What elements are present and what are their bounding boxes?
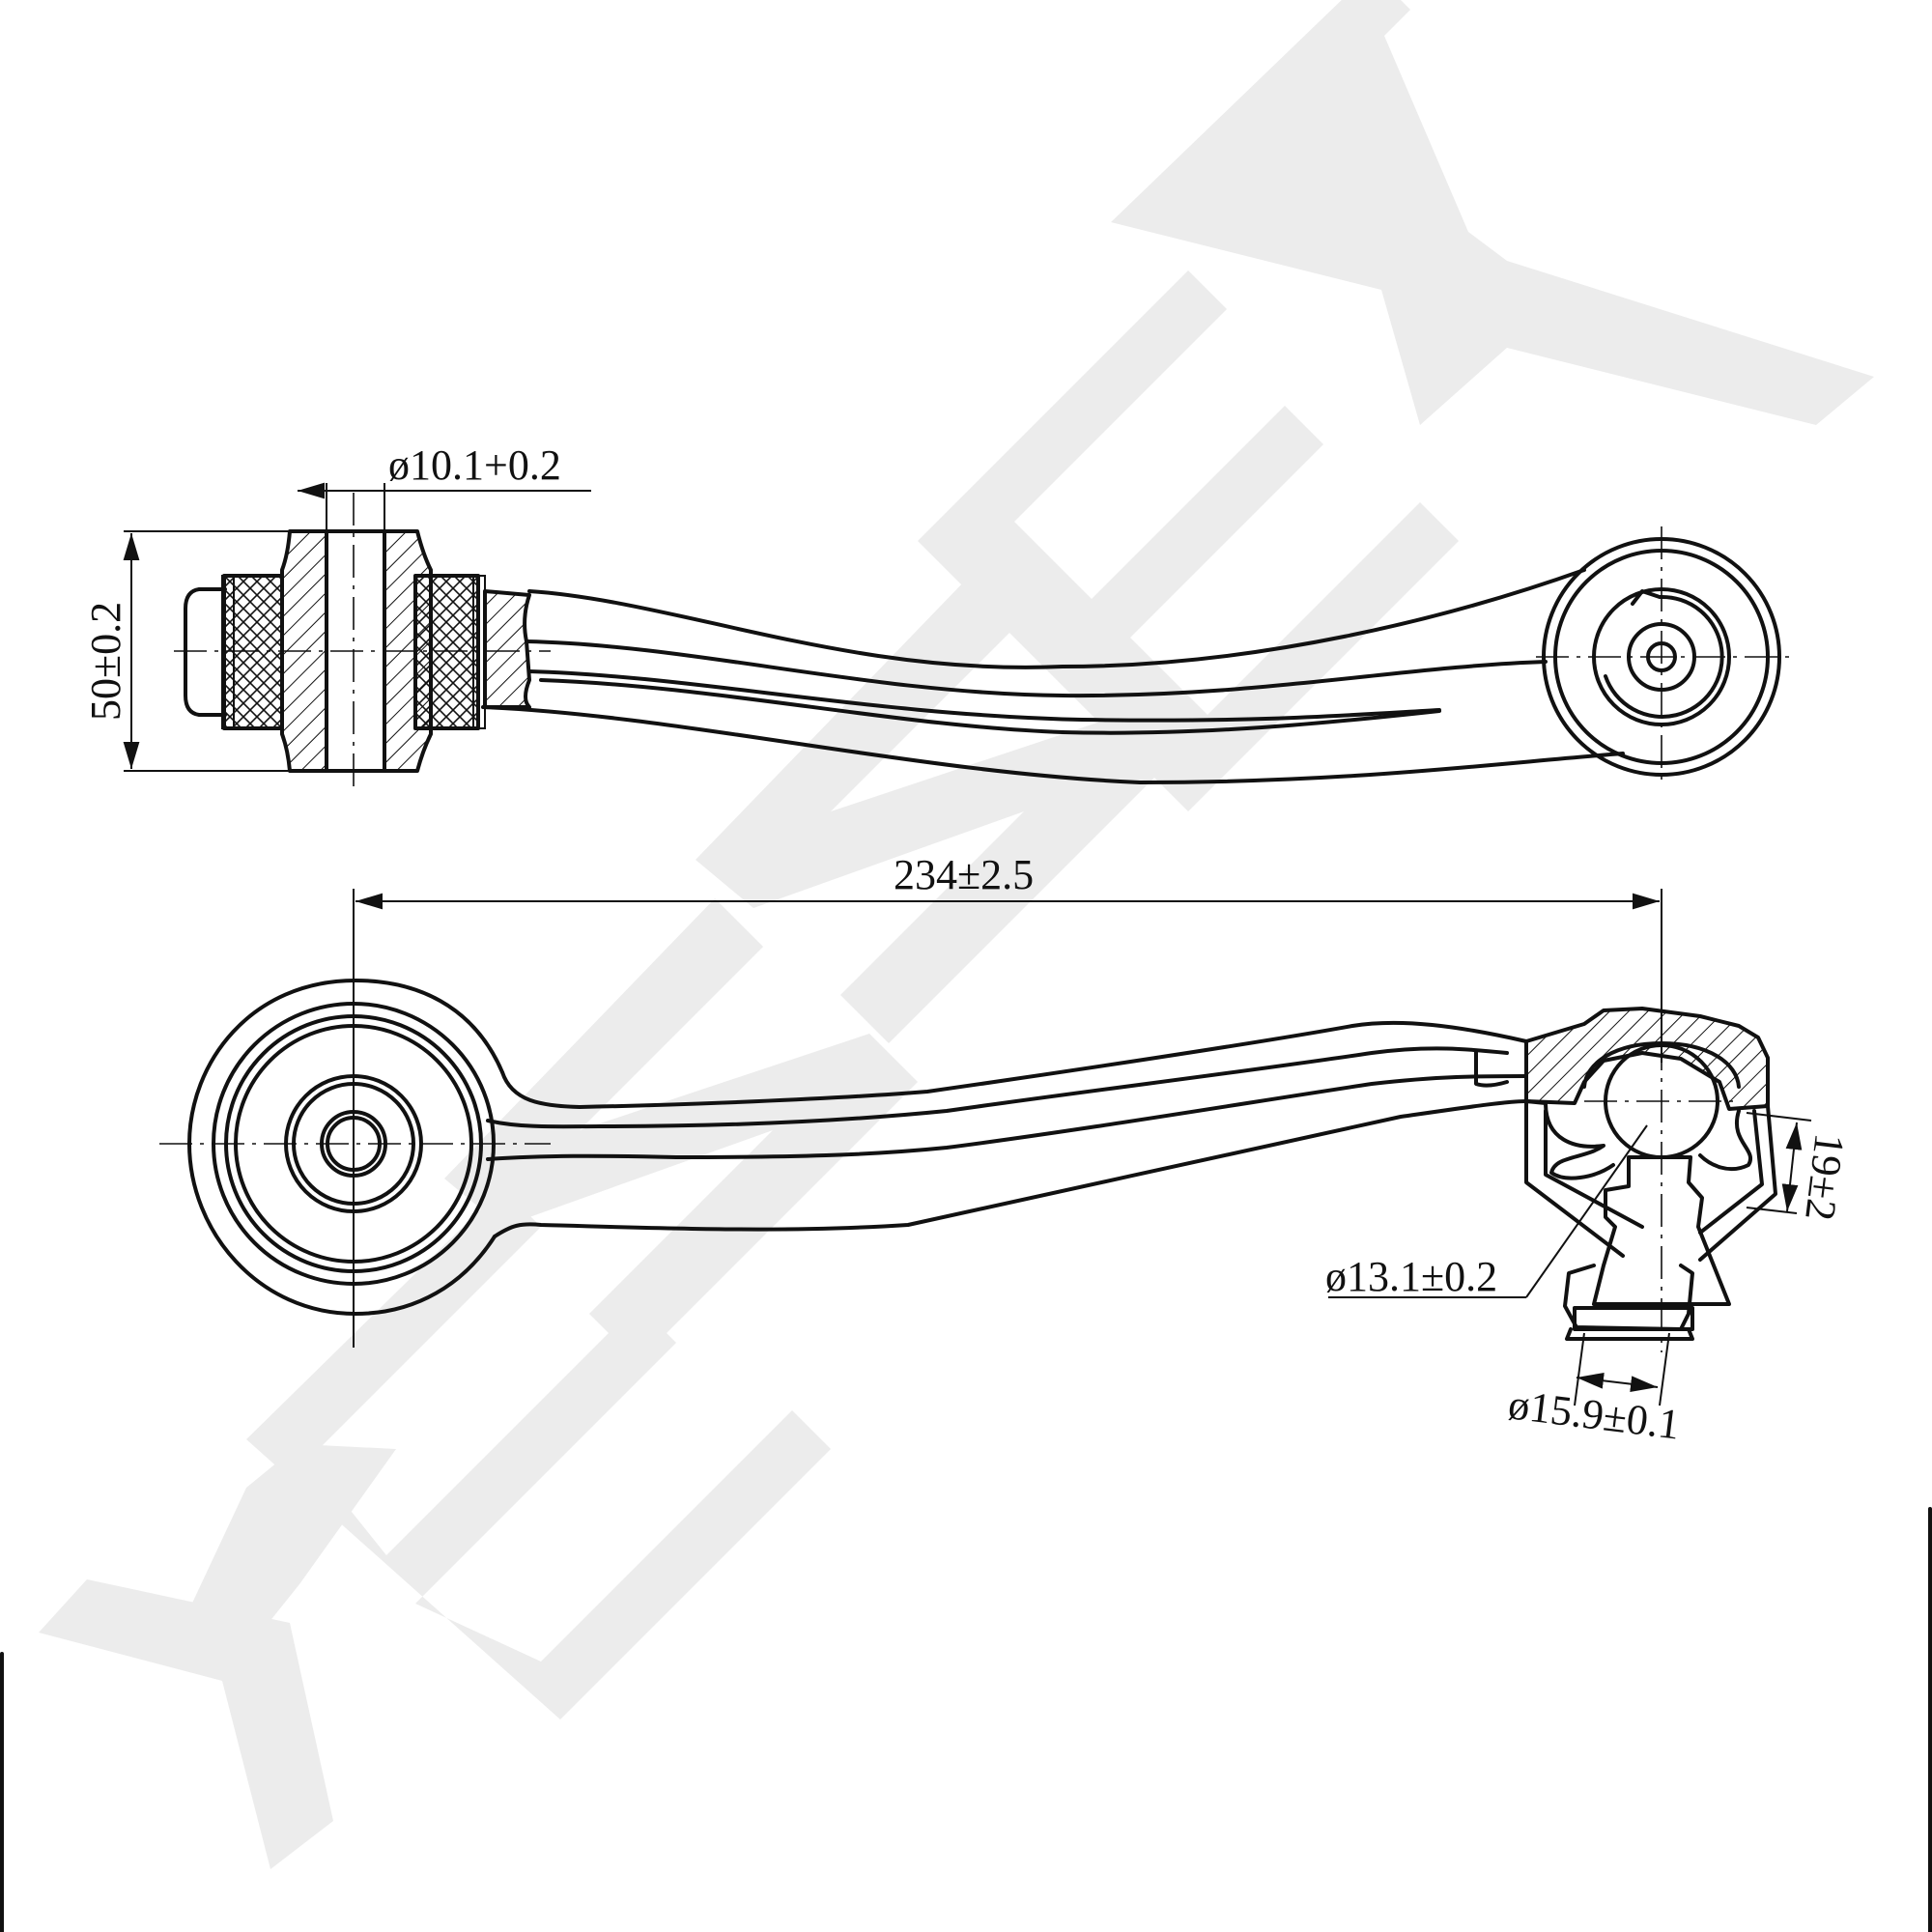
watermark-letter-z (39, 1579, 333, 1869)
ball-joint-boot-left (1524, 1099, 1625, 1258)
dim-taper-line (1576, 1372, 1659, 1393)
dim-bj-ext-top (1746, 1112, 1812, 1122)
bushing-outer-cap (184, 587, 227, 717)
ball-joint-stud-thread (1573, 1306, 1694, 1331)
dim-center-label: 234±2.5 (894, 851, 1034, 898)
dim-bj-line (1781, 1122, 1803, 1212)
top-arm-lower-outline (481, 705, 1625, 784)
watermark-letter-e (246, 1188, 831, 1719)
watermark-letter-k (1111, 0, 1874, 425)
dim-taper-label: ø15.9±0.1 (1506, 1380, 1683, 1448)
ball-joint-top-clip (1604, 589, 1724, 719)
watermark (39, 0, 1874, 1869)
ball-joint-stud-shank (1563, 1264, 1694, 1331)
top-view: ø10.1+0.2 50±0.2 (82, 441, 1797, 792)
ball-joint-boot-inner-right (1698, 1109, 1764, 1235)
ball-joint-stud-end (1565, 1327, 1694, 1341)
dim-taper-ext-left (1574, 1332, 1585, 1406)
top-arm-rib1 (525, 639, 1548, 698)
dim-stud-leader (1525, 1124, 1648, 1298)
bushing-arm-root (483, 589, 531, 709)
side-arm-web (1474, 1049, 1509, 1088)
dim-bj-label: 19±2 (1796, 1131, 1854, 1223)
watermark-letter-e2 (918, 270, 1459, 811)
side-arm-lower-inner (486, 1074, 1528, 1161)
side-arm-lower (493, 1099, 1528, 1238)
top-arm-outline (527, 568, 1586, 669)
ball-joint-boot-inner-left (1544, 1109, 1644, 1229)
top-arm-rib3 (539, 678, 1441, 735)
dim-bore-label: ø10.1+0.2 (388, 441, 561, 489)
ball-joint-stud (1592, 1155, 1731, 1306)
watermark-letter-n1 (444, 898, 918, 1362)
bushing-sleeve-left (221, 575, 235, 729)
ball-joint-boot-right (1698, 1104, 1777, 1262)
dim-height-label: 50±0.2 (82, 602, 129, 721)
side-view: ø13.1±0.2 ø15.9±0.1 19±2 (159, 979, 1854, 1449)
dim-bj-ext-bottom (1746, 1207, 1798, 1214)
dim-stud-label: ø13.1±0.2 (1325, 1253, 1497, 1300)
watermark-letter-n2 (696, 580, 1169, 1043)
side-arm-upper (500, 1020, 1528, 1109)
side-arm-upper-inner (486, 1046, 1509, 1129)
dim-taper-ext-right (1659, 1332, 1670, 1406)
top-arm-rib2 (527, 669, 1441, 723)
ball-joint-housing (1524, 1007, 1770, 1111)
